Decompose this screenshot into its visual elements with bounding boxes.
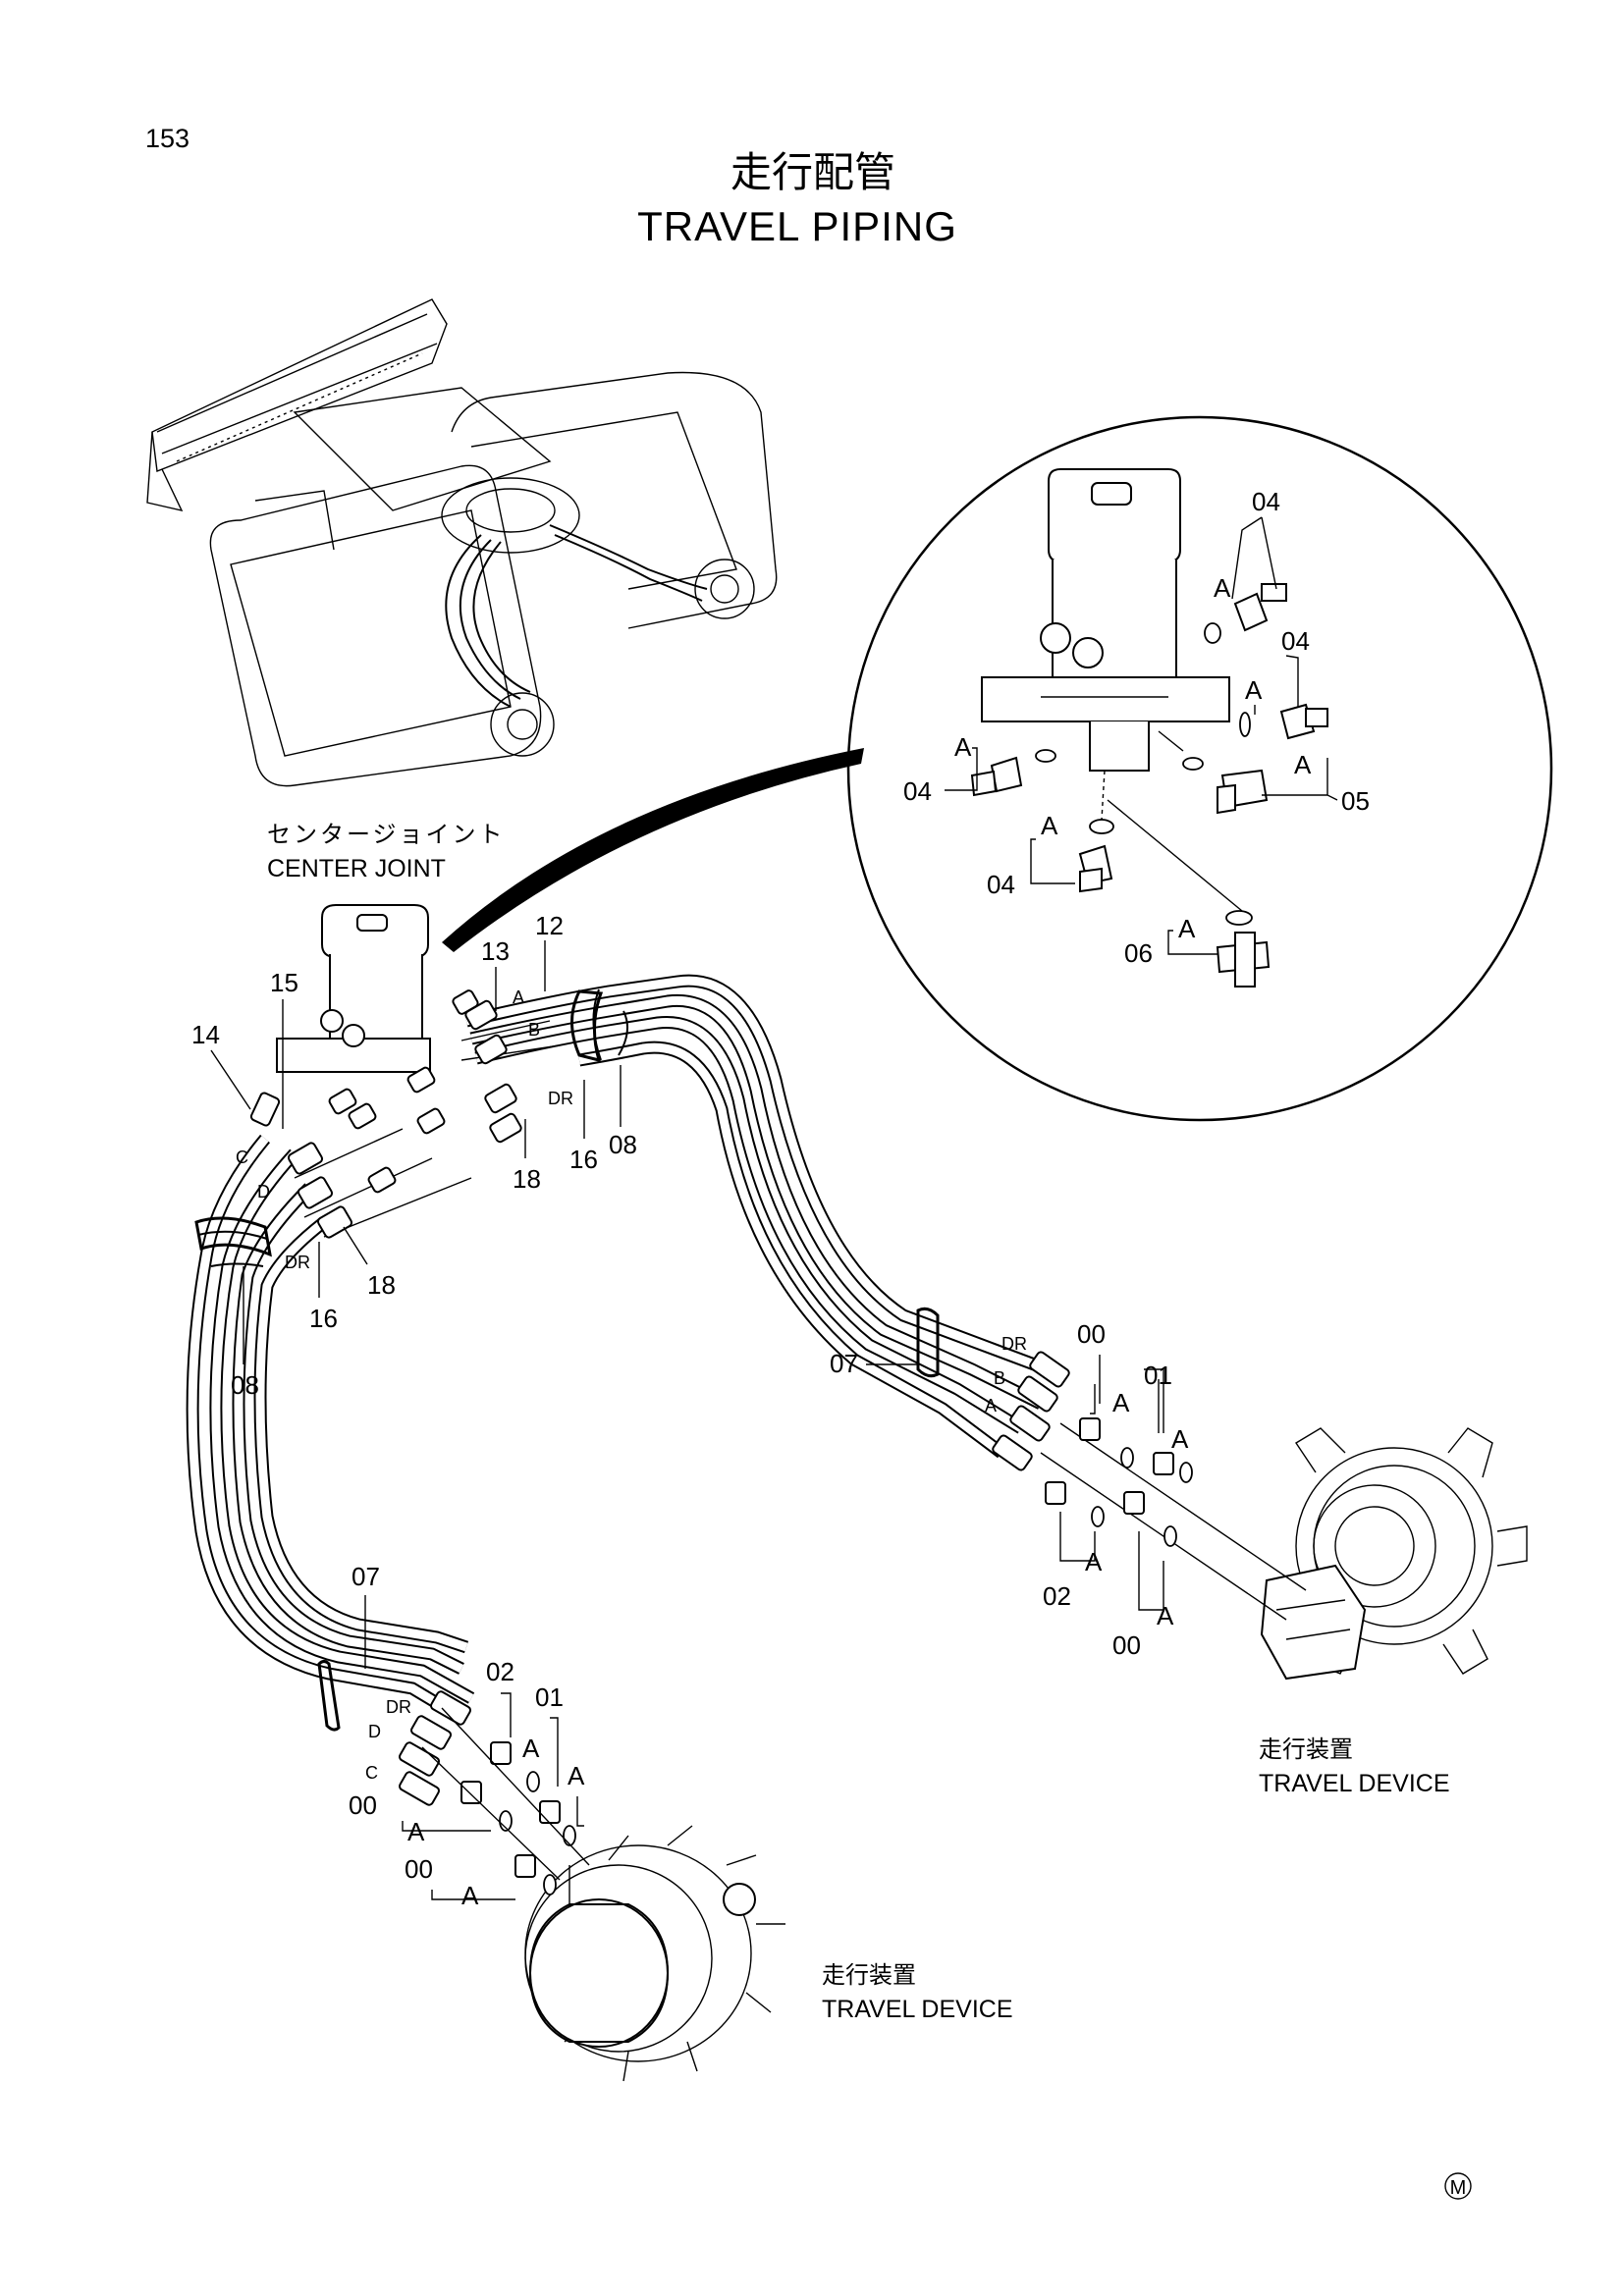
part-label-13: 13	[481, 936, 510, 966]
right-device-leaders	[866, 1355, 1164, 1611]
center-joint-detail-circle: 04 A 04 A A 04 A 05 A 04 A 06	[442, 415, 1553, 1122]
part-label-15: 15	[270, 968, 298, 997]
detail-part-04-mid: 04	[1281, 626, 1310, 656]
part-label-00-right-bottom: 00	[1112, 1630, 1141, 1660]
page-number: 153	[145, 124, 189, 153]
center-joint-area-labels: 12 13 15 14 A B DR C D DR 18 16 08 18 16…	[191, 911, 637, 1400]
travel-device-right-label-japanese: 走行装置	[1259, 1735, 1353, 1763]
detail-fitting-04-mid	[1239, 703, 1328, 740]
port-label-a-right-02: A	[1085, 1547, 1103, 1576]
left-device-labels: 07 DR D C 02 01 A A 00 A 00 A 走行装置 TRAVE…	[349, 1562, 1013, 2023]
detail-fitting-06	[1216, 910, 1271, 988]
part-label-01-left: 01	[535, 1682, 564, 1712]
detail-port-a-right: A	[1294, 750, 1312, 779]
detail-part-05: 05	[1341, 786, 1370, 816]
hose-clamp-08-upper	[570, 988, 628, 1063]
travel-device-left	[524, 1825, 785, 2082]
port-label-dr-left: DR	[386, 1697, 411, 1717]
detail-fitting-04-left	[970, 749, 1056, 797]
port-label-a-left-01: A	[568, 1761, 585, 1790]
center-joint-label-japanese: センタージョイント	[267, 821, 506, 848]
port-label-b-right: B	[994, 1368, 1005, 1388]
part-label-12: 12	[535, 911, 564, 940]
travel-device-left-label-japanese: 走行装置	[822, 1961, 916, 1989]
left-device-leaders	[364, 1595, 584, 1900]
port-label-a-right: A	[985, 1396, 997, 1415]
detail-part-04-top: 04	[1252, 487, 1280, 516]
part-label-08-upper: 08	[609, 1130, 637, 1159]
travel-device-right	[1260, 1427, 1528, 1681]
left-device-fittings	[399, 1690, 590, 1896]
port-label-dr-cj-left: DR	[285, 1253, 310, 1272]
port-label-a-right-01: A	[1171, 1424, 1189, 1454]
machine-overview-illustration	[146, 298, 778, 787]
detail-port-a-bottom: A	[1041, 811, 1058, 840]
port-label-c-left: C	[365, 1763, 378, 1783]
center-joint-detail-body	[981, 468, 1230, 772]
detail-fitting-04-bottom	[1078, 819, 1114, 893]
port-label-a-left-00: A	[407, 1817, 425, 1846]
hose-bundle	[186, 974, 1063, 1724]
right-device-pipe	[1040, 1422, 1307, 1621]
port-label-a-left-00b: A	[461, 1881, 479, 1910]
part-label-00-right-top: 00	[1077, 1319, 1106, 1349]
port-label-a-right-00: A	[1112, 1388, 1130, 1417]
part-label-08-lower: 08	[231, 1370, 259, 1400]
detail-port-a-left: A	[954, 732, 972, 762]
title-english: TRAVEL PIPING	[637, 203, 957, 249]
detail-part-06: 06	[1124, 938, 1153, 968]
detail-port-a-top: A	[1214, 573, 1231, 603]
part-label-14: 14	[191, 1020, 220, 1049]
hose-clamp-07-right	[916, 1307, 940, 1378]
port-label-c-cj: C	[236, 1148, 248, 1167]
detail-fitting-04-top	[1204, 583, 1287, 644]
part-label-16-lower: 16	[309, 1304, 338, 1333]
part-label-00-left-top: 00	[349, 1790, 377, 1820]
right-device-labels: 07 DR B A 00 A 01 A A 02 A 00 走行装置 TRAVE…	[830, 1319, 1450, 1797]
port-label-a-right-00b: A	[1157, 1601, 1174, 1630]
part-label-00-left-bottom: 00	[405, 1854, 433, 1884]
part-label-18-lower: 18	[367, 1270, 396, 1300]
detail-port-a-mid: A	[1245, 675, 1263, 705]
part-label-02-right: 02	[1043, 1581, 1071, 1611]
detail-fitting-05	[1182, 757, 1269, 815]
hose-clamp-07-left	[317, 1660, 341, 1732]
part-label-01-right: 01	[1144, 1361, 1172, 1390]
center-joint-fittings	[249, 989, 522, 1239]
part-label-07-left: 07	[352, 1562, 380, 1591]
port-label-a-left-02: A	[522, 1734, 540, 1763]
title-japanese: 走行配管	[730, 148, 895, 196]
detail-part-04-left: 04	[903, 776, 932, 806]
port-label-dr-right: DR	[1001, 1334, 1027, 1354]
part-label-18-upper: 18	[513, 1164, 541, 1194]
port-label-d-cj: D	[257, 1182, 270, 1201]
hose-clamp-08-lower	[194, 1216, 272, 1267]
travel-device-left-label-english: TRAVEL DEVICE	[822, 1996, 1013, 2023]
right-device-fittings	[992, 1351, 1193, 1547]
center-joint-label-english: CENTER JOINT	[267, 855, 446, 882]
mark-letter: M	[1450, 2177, 1467, 2199]
circled-m-mark: M	[1444, 2172, 1472, 2200]
center-joint-main	[276, 904, 431, 1073]
part-label-02-left: 02	[486, 1657, 514, 1686]
travel-device-right-label-english: TRAVEL DEVICE	[1259, 1770, 1450, 1797]
port-label-d-left: D	[368, 1722, 381, 1741]
part-label-16-upper: 16	[569, 1145, 598, 1174]
part-label-07-right: 07	[830, 1349, 858, 1378]
port-label-b-cj: B	[528, 1020, 540, 1040]
detail-part-04-bottom: 04	[987, 870, 1015, 899]
port-label-a-cj: A	[513, 988, 524, 1007]
detail-port-a-06: A	[1178, 914, 1196, 943]
port-label-dr-cj: DR	[548, 1089, 573, 1108]
